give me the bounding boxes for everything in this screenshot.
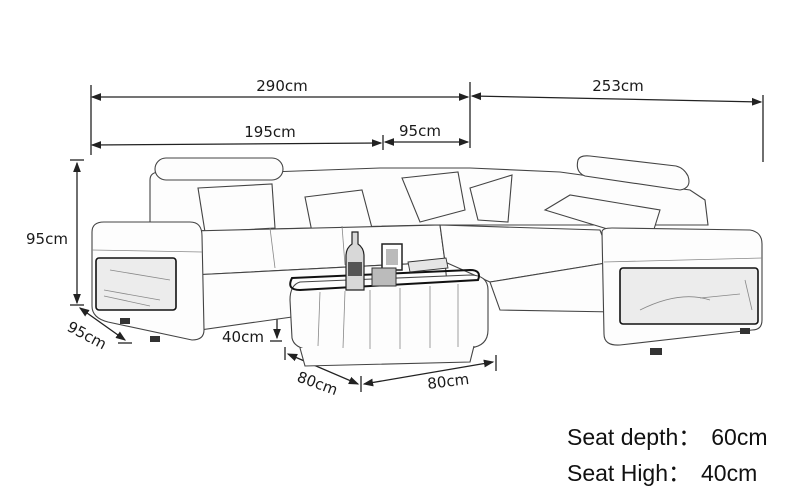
- spec-seat-depth: Seat depth： 60cm: [567, 418, 768, 452]
- dim-label-290: 290cm: [256, 77, 308, 95]
- coffee-table-sketch: [289, 231, 489, 367]
- dim-label-95-corner: 95cm: [399, 122, 441, 140]
- dim-label-80-width: 80cm: [426, 370, 470, 393]
- dim-label-253: 253cm: [592, 77, 644, 95]
- spec-seat-high-label: Seat High：: [567, 460, 692, 486]
- spec-seat-depth-value: 60cm: [711, 424, 768, 450]
- spec-seat-high: Seat High： 40cm: [567, 454, 757, 488]
- spec-seat-depth-label: Seat depth：: [567, 424, 702, 450]
- dim-label-195: 195cm: [244, 123, 296, 141]
- sofa-sketch: [91, 155, 763, 355]
- spec-seat-high-value: 40cm: [701, 460, 758, 486]
- books-icon: [407, 257, 449, 273]
- dim-label-80-depth: 80cm: [295, 368, 341, 399]
- dim-label-95-height: 95cm: [26, 230, 68, 248]
- dim-label-40: 40cm: [222, 328, 264, 346]
- dim-label-95-depth: 95cm: [64, 318, 109, 354]
